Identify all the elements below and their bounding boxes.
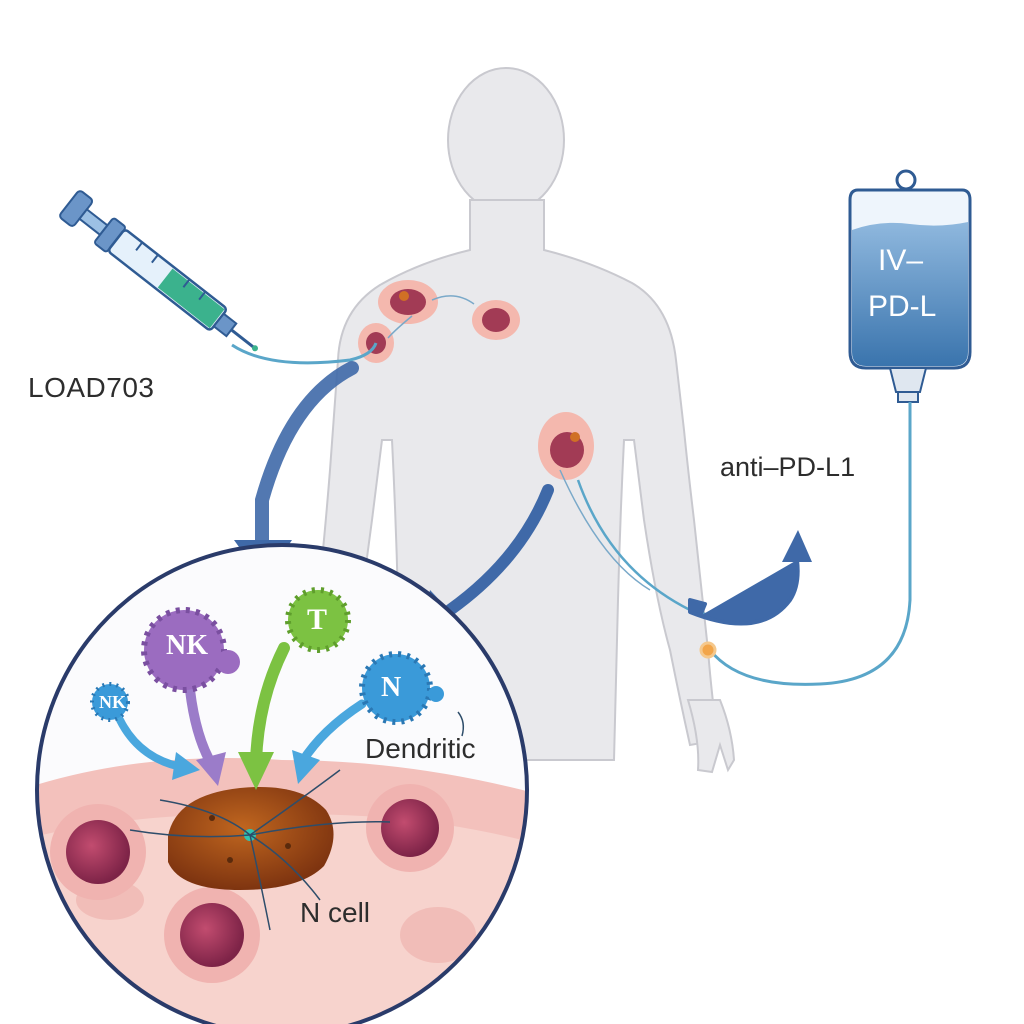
t-cell-text: T xyxy=(307,603,328,636)
dendritic-label: Dendritic xyxy=(365,733,476,764)
iv-bag-text-line1: IV– xyxy=(878,244,924,277)
syringe-tube xyxy=(231,342,378,365)
iv-drug-label: anti–PD-L1 xyxy=(720,452,856,482)
iv-bag-text-line2: PD-L xyxy=(868,290,937,323)
tumor-microenvironment-inset xyxy=(35,543,529,1024)
nk-cell-small xyxy=(90,682,130,722)
nk-cell-large-text: NK xyxy=(166,630,208,661)
iv-tube xyxy=(708,402,912,686)
anti-pdl1-arrow xyxy=(688,559,800,626)
n-cell xyxy=(359,651,444,725)
syringe-icon xyxy=(59,190,258,352)
tumor-cell xyxy=(164,887,260,983)
nk-cell-large xyxy=(141,607,240,693)
injection-site-wrist xyxy=(699,641,717,659)
arrow-to-inset-left xyxy=(255,361,359,552)
n-cell-text: N xyxy=(381,672,402,703)
syringe-label: LOAD703 xyxy=(28,372,155,403)
nk-cell-small-text: NK xyxy=(99,692,126,712)
tumor-cell xyxy=(366,784,454,872)
tumor-cell xyxy=(50,804,146,900)
ncell-label: N cell xyxy=(300,897,371,928)
arrow-to-inset-right xyxy=(444,484,554,616)
t-cell xyxy=(285,587,351,653)
iv-bag-icon xyxy=(848,169,972,403)
